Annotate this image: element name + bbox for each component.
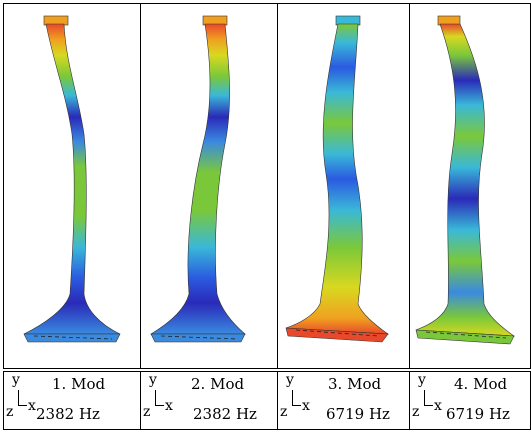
axis-y-label: y [418, 372, 426, 388]
axis-triad-icon: y x z [6, 372, 46, 420]
frequency-label: 6719 Hz [326, 405, 390, 423]
axis-y-label: y [149, 372, 157, 388]
axis-x-label: x [302, 398, 310, 414]
mode-label: 2. Mod [191, 375, 245, 393]
axis-z-label: z [412, 404, 420, 420]
mode-shape-panel-2 [140, 3, 278, 369]
valve-mode-1-image [23, 15, 121, 343]
valve-mode-3-image [285, 15, 390, 343]
axis-x-label: x [165, 398, 173, 414]
frequency-label: 6719 Hz [446, 405, 510, 423]
caption-cell-4: y x z 4. Mod 6719 Hz [409, 371, 531, 430]
axis-triad-icon: y x z [412, 372, 452, 420]
valve-mode-4-image [415, 15, 516, 345]
mode-label: 1. Mod [52, 375, 106, 393]
valve-mode-2-image [149, 15, 246, 343]
axis-z-label: z [143, 404, 151, 420]
axis-x-label: x [28, 398, 36, 414]
axis-x-label: x [434, 398, 442, 414]
frequency-label: 2382 Hz [36, 405, 100, 423]
axis-triad-icon: y x z [143, 372, 183, 420]
axis-z-label: z [280, 404, 288, 420]
mode-label: 3. Mod [328, 375, 382, 393]
mode-shape-panel-1 [3, 3, 141, 369]
mode-shape-panel-4 [409, 3, 531, 369]
mode-label: 4. Mod [454, 375, 508, 393]
caption-cell-1: y x z 1. Mod 2382 Hz [3, 371, 141, 430]
axis-z-label: z [6, 404, 14, 420]
caption-cell-2: y x z 2. Mod 2382 Hz [140, 371, 278, 430]
mode-shape-panel-3 [277, 3, 410, 369]
frequency-label: 2382 Hz [193, 405, 257, 423]
axis-triad-icon: y x z [280, 372, 320, 420]
caption-cell-3: y x z 3. Mod 6719 Hz [277, 371, 410, 430]
axis-y-label: y [12, 372, 20, 388]
axis-y-label: y [286, 372, 294, 388]
